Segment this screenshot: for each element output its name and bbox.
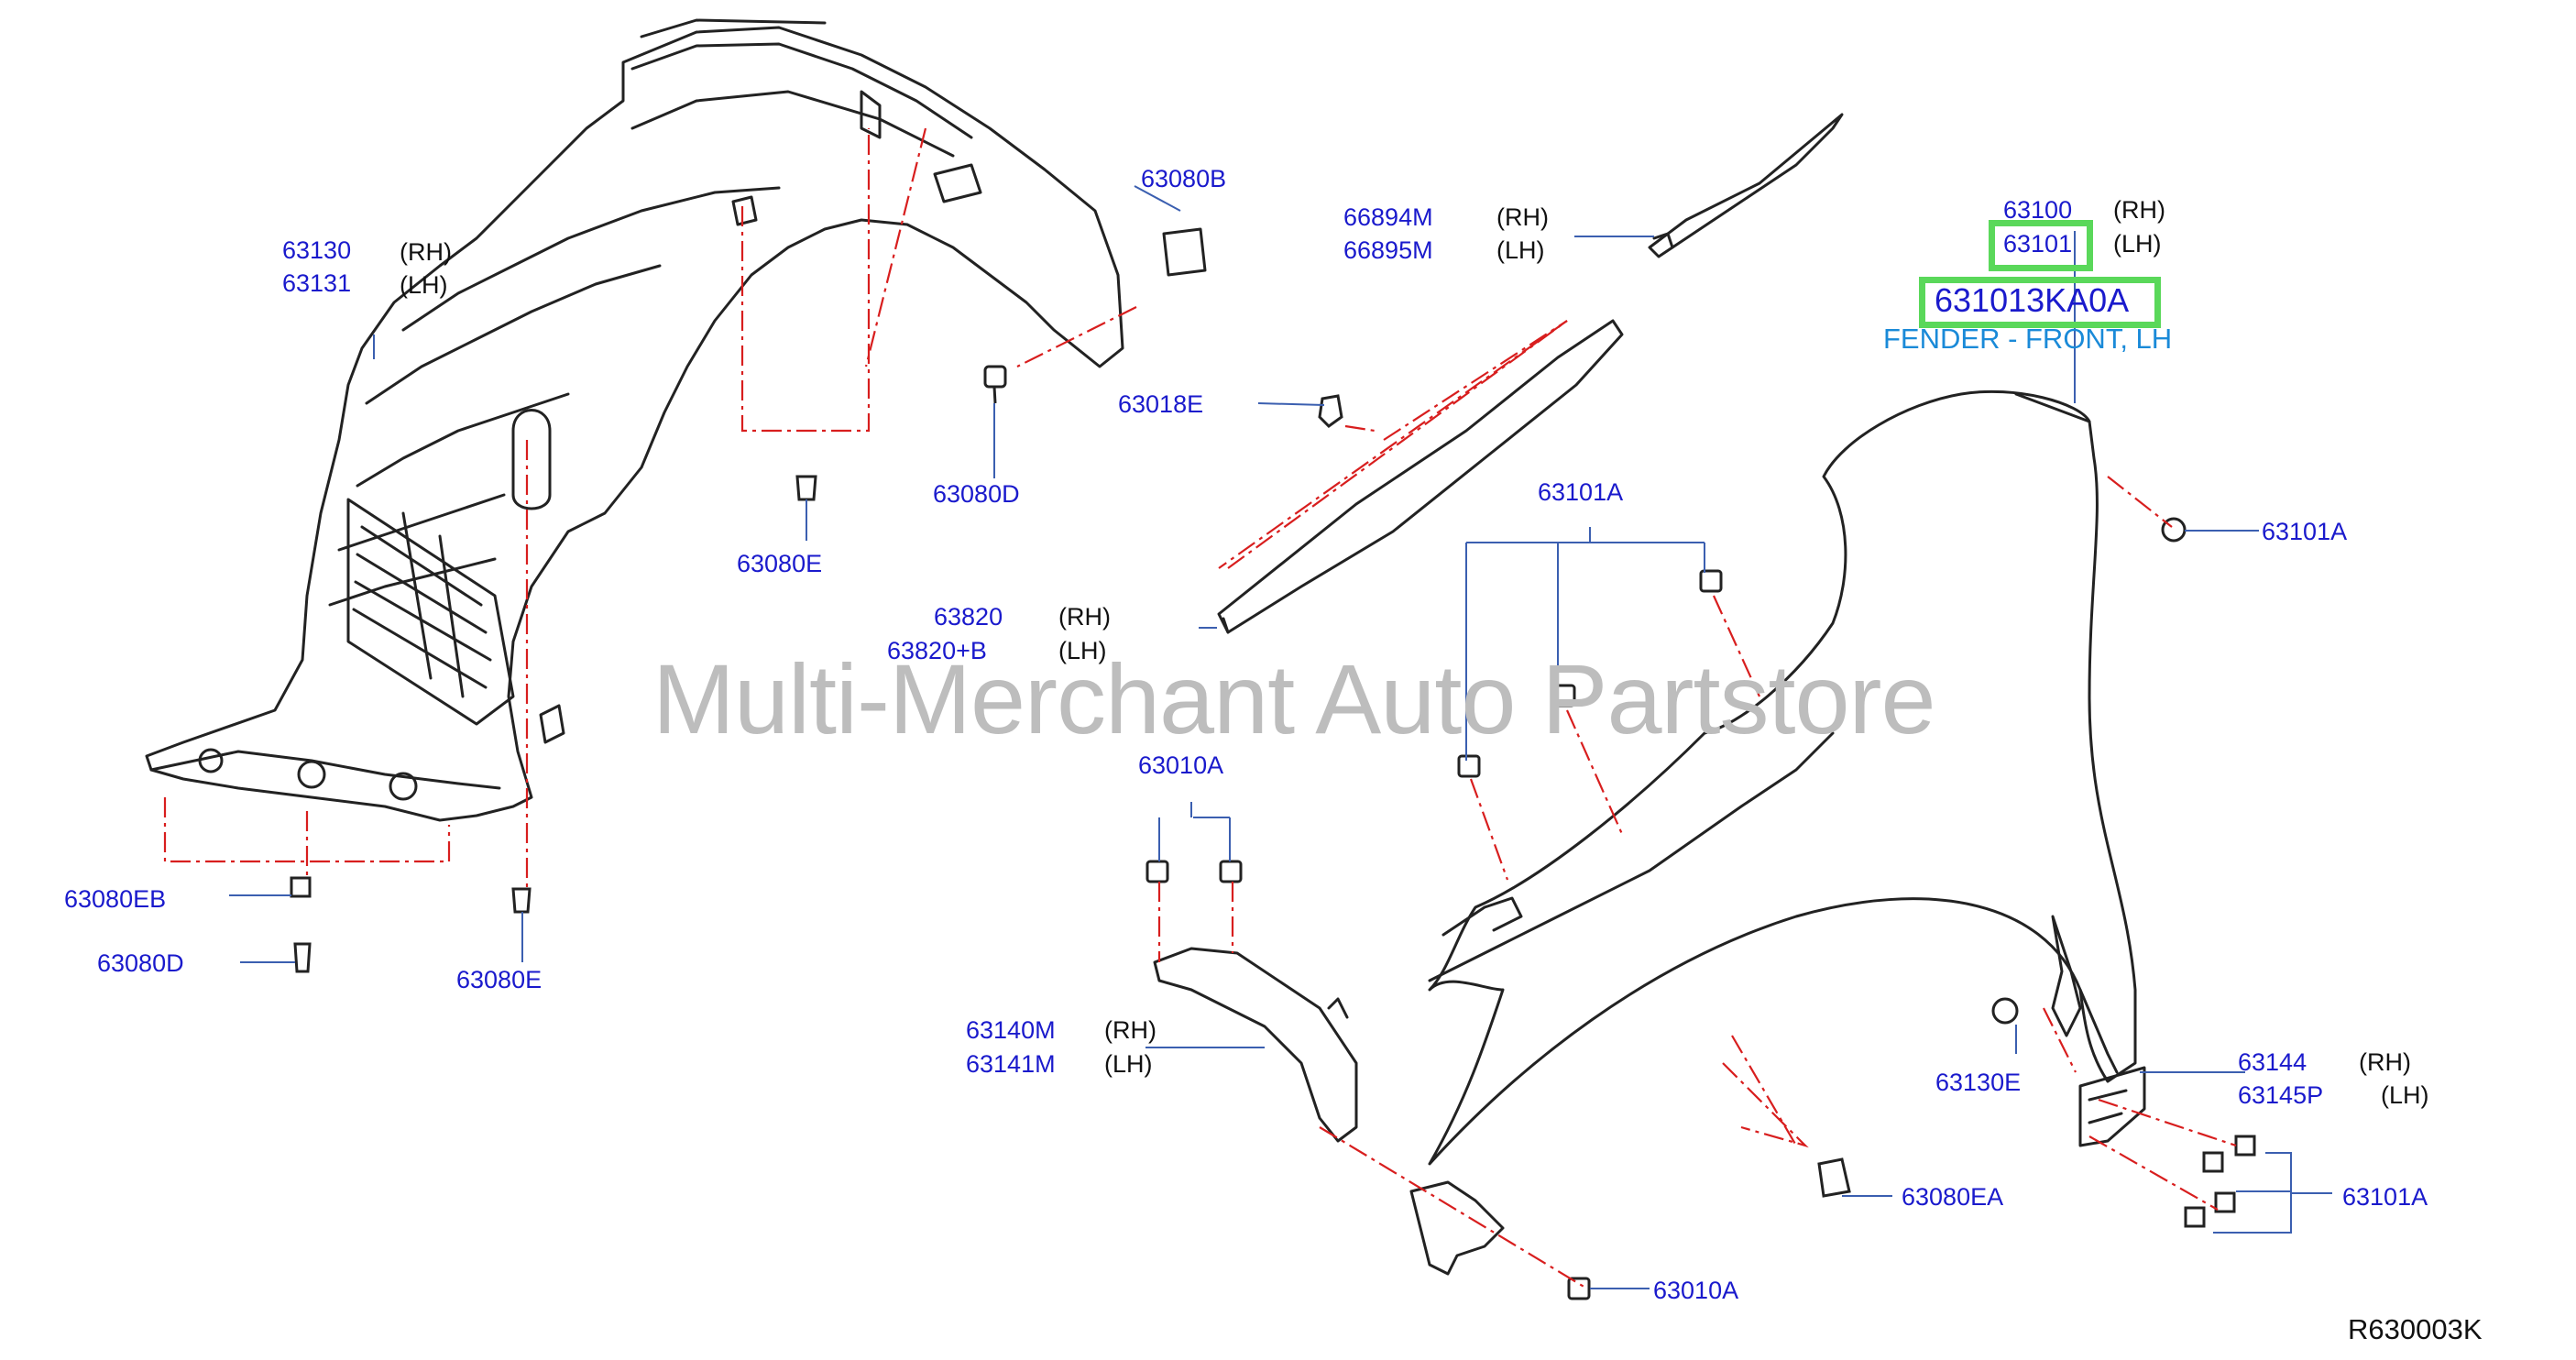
side-lh-66895m: (LH) <box>1496 236 1545 264</box>
lower-bracket-shape <box>1153 947 1358 1143</box>
bolt-63010a-r <box>1219 860 1243 883</box>
rear-bracket-shape <box>2078 1066 2146 1147</box>
fasteners <box>290 365 2256 1300</box>
highlight-selected-part <box>1919 277 2161 328</box>
bolt-63080d-top <box>983 365 1007 404</box>
side-rh-63100: (RH) <box>2113 196 2165 224</box>
top-bracket-shape <box>1648 113 1844 258</box>
part-label-63080d-top[interactable]: 63080D <box>933 480 1020 508</box>
side-lh-63131: (LH) <box>400 271 448 299</box>
part-label-63130e[interactable]: 63130E <box>1935 1069 2022 1096</box>
part-label-63101a-mid[interactable]: 63101A <box>1538 478 1624 506</box>
side-rh-63130: (RH) <box>400 238 452 266</box>
side-lh-63101: (LH) <box>2113 230 2162 258</box>
part-label-63100[interactable]: 63100 <box>2003 196 2073 224</box>
part-label-66894m[interactable]: 66894M <box>1343 203 1433 231</box>
diagram-code: R630003K <box>2348 1313 2483 1345</box>
clip-63018e <box>1318 394 1343 428</box>
part-label-63101a-bot[interactable]: 63101A <box>2342 1183 2428 1211</box>
part-label-63010a-bot[interactable]: 63010A <box>1653 1277 1739 1304</box>
seal-strip-shape <box>1217 319 1624 634</box>
assembly-leaders <box>163 127 2237 1289</box>
side-rh-66894m: (RH) <box>1496 203 1549 231</box>
pin-63080d-bot <box>293 942 312 973</box>
part-label-63101a-right[interactable]: 63101A <box>2262 518 2348 545</box>
part-label-63141m[interactable]: 63141M <box>966 1050 1056 1078</box>
clip-63080ea <box>1817 1157 1851 1198</box>
bolt-63101a-a <box>1699 569 1723 593</box>
side-rh-63820: (RH) <box>1058 603 1111 631</box>
part-label-63131[interactable]: 63131 <box>282 269 352 297</box>
bolts-63101a-rear <box>2184 1135 2256 1228</box>
highlight-63101 <box>1989 220 2093 271</box>
selected-part-description: FENDER - FRONT, LH <box>1883 323 2173 355</box>
nut-63130e <box>1991 997 2019 1025</box>
part-label-63080ea[interactable]: 63080EA <box>1902 1183 2004 1211</box>
part-label-63101[interactable]: 63101 <box>2003 230 2073 258</box>
selected-part-number[interactable]: 631013KA0A <box>1935 281 2130 319</box>
watermark: Multi-Merchant Auto Partstore <box>652 643 1936 754</box>
fender-panel-shape <box>1428 389 2137 1166</box>
bolt-63101a-b <box>1552 684 1576 707</box>
nut-63080eb <box>290 876 312 898</box>
part-label-63144[interactable]: 63144 <box>2238 1048 2307 1076</box>
bottom-bracket-shape <box>1409 1180 1505 1276</box>
part-label-63130[interactable]: 63130 <box>282 236 352 264</box>
side-lh-63141m: (LH) <box>1104 1050 1153 1078</box>
bolt-63101a-c <box>1457 754 1481 778</box>
part-label-66895m[interactable]: 66895M <box>1343 236 1433 264</box>
part-label-63080e-top[interactable]: 63080E <box>737 550 823 577</box>
part-label-63145p[interactable]: 63145P <box>2238 1081 2324 1109</box>
clip-63080e-top <box>795 475 817 501</box>
part-label-63080d-bot[interactable]: 63080D <box>97 949 184 977</box>
fender-liner-shape <box>145 18 1124 822</box>
callout-leaders <box>229 185 2332 1289</box>
clip-63080b-shape <box>1162 227 1207 277</box>
part-label-63080b[interactable]: 63080B <box>1141 165 1227 192</box>
side-rh-63144: (RH) <box>2359 1048 2411 1076</box>
bolt-63010a-bot <box>1567 1277 1591 1300</box>
side-rh-63140m: (RH) <box>1104 1016 1156 1044</box>
bolt-63010a-l <box>1145 860 1169 883</box>
part-label-63140m[interactable]: 63140M <box>966 1016 1056 1044</box>
part-label-63018e[interactable]: 63018E <box>1118 390 1204 418</box>
side-lh-63145p: (LH) <box>2381 1081 2429 1109</box>
part-label-63080e-bot[interactable]: 63080E <box>456 966 543 993</box>
part-label-63080eb[interactable]: 63080EB <box>64 885 167 913</box>
part-label-63820[interactable]: 63820 <box>934 603 1003 631</box>
part-label-63820b[interactable]: 63820+B <box>887 637 987 664</box>
side-lh-63820b: (LH) <box>1058 637 1107 664</box>
part-label-63010a-mid[interactable]: 63010A <box>1138 751 1224 779</box>
clip-63080e-bot <box>511 887 532 914</box>
